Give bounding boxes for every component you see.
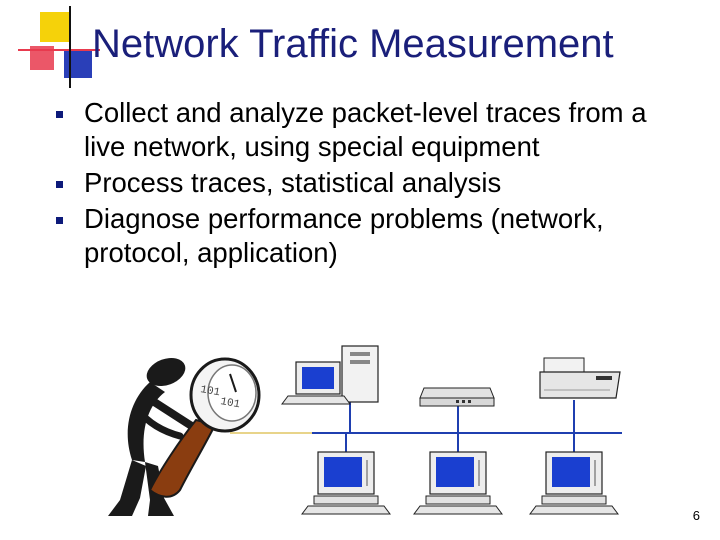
bullet-mark-icon [56, 181, 63, 188]
lens-text: 101 [199, 384, 221, 399]
workstation-icon [413, 451, 503, 515]
hub-icon [419, 387, 495, 407]
bullet-text: Process traces, statistical analysis [84, 167, 502, 198]
page-number: 6 [692, 508, 700, 523]
magnifier-person-icon [108, 357, 261, 516]
bullet-item: Process traces, statistical analysis [52, 166, 692, 200]
desktop-computer-icon [281, 345, 379, 405]
slide-title: Network Traffic Measurement [92, 22, 614, 66]
workstation-icon [301, 451, 391, 515]
workstation-icon [529, 451, 619, 515]
lens-text: 101 [219, 396, 241, 411]
bullet-list: Collect and analyze packet-level traces … [52, 96, 692, 272]
bullet-text: Diagnose performance problems (network, … [84, 203, 604, 268]
bullet-item: Diagnose performance problems (network, … [52, 202, 692, 270]
bullet-mark-icon [56, 111, 63, 118]
title-decoration [18, 6, 100, 88]
network-lines [312, 400, 622, 452]
bullet-text: Collect and analyze packet-level traces … [84, 97, 647, 162]
printer-icon [539, 357, 621, 399]
bullet-mark-icon [56, 217, 63, 224]
bullet-item: Collect and analyze packet-level traces … [52, 96, 692, 164]
